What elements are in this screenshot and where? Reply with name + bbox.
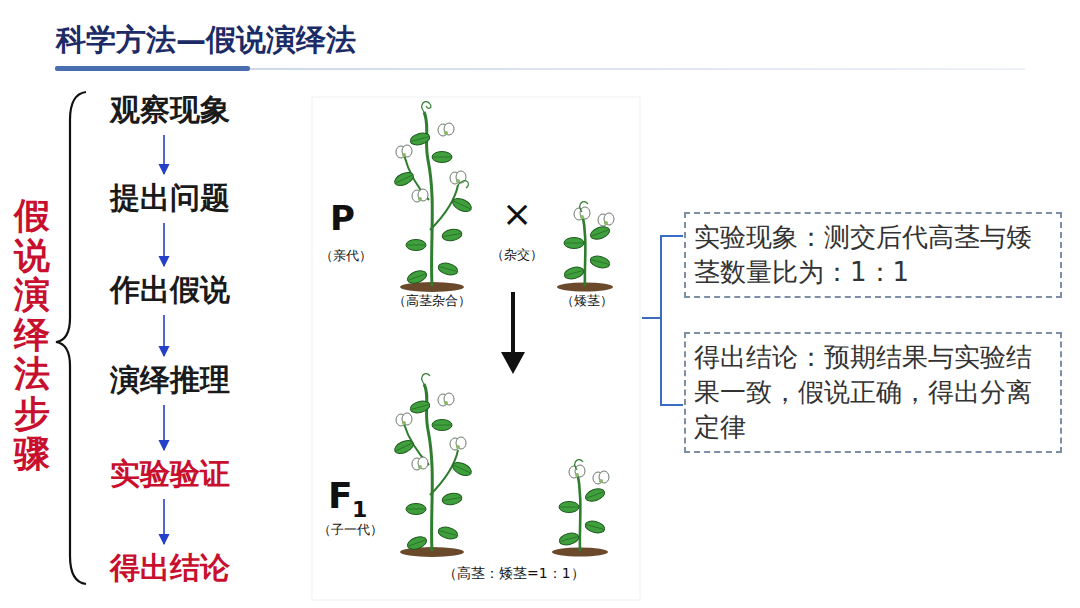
short-plant-p — [557, 202, 614, 292]
plant-label: （高茎杂合） — [393, 292, 471, 310]
flow-arrow — [163, 499, 165, 544]
callout-text: 实验现象：测交后代高茎与矮茎数量比为：1：1 — [694, 220, 1052, 290]
step-text: 得出结论 — [110, 548, 230, 589]
callout-box: 实验现象：测交后代高茎与矮茎数量比为：1：1 — [684, 212, 1062, 298]
step-text: 提出问题 — [110, 178, 230, 219]
step-box: 得出结论 — [106, 546, 234, 591]
ratio-label: （高茎：矮茎=1：1） — [443, 565, 585, 583]
step-text: 观察现象 — [110, 90, 230, 131]
title-underline-accent — [55, 66, 250, 71]
flow-arrow — [163, 135, 165, 174]
flow-arrow — [163, 315, 165, 356]
step-box: 演绎推理 — [106, 358, 234, 403]
step-box: 观察现象 — [106, 88, 234, 133]
flow-arrow — [163, 223, 165, 266]
flow-arrow — [163, 405, 165, 450]
cross-arrow-shaft — [511, 292, 515, 360]
title: 科学方法—假说演绎法 — [56, 20, 356, 61]
brace — [56, 92, 86, 584]
callout-text: 得出结论：预期结果与实验结果一致，假说正确，得出分离定律 — [694, 340, 1052, 445]
step-text: 实验验证 — [110, 454, 230, 495]
picture-panel — [312, 97, 640, 600]
step-box: 提出问题 — [106, 176, 234, 221]
generation-note: （子一代） — [318, 521, 383, 539]
generation-subscript: 1 — [352, 497, 367, 522]
plant-label: （矮茎） — [561, 292, 613, 310]
cross-symbol: × — [502, 193, 532, 234]
callout-box: 得出结论：预期结果与实验结果一致，假说正确，得出分离定律 — [684, 332, 1062, 453]
step-text: 作出假说 — [110, 270, 230, 311]
step-text: 演绎推理 — [110, 360, 230, 401]
tall-plant-p — [393, 102, 474, 292]
callout-bracket — [642, 236, 683, 405]
cross-arrow-head — [501, 352, 525, 374]
generation-note: （亲代） — [320, 247, 372, 265]
cross-note: （杂交） — [491, 246, 543, 264]
generation-mark: F — [328, 475, 353, 516]
tall-plant-f1 — [393, 374, 474, 557]
step-box: 实验验证 — [106, 452, 234, 497]
generation-mark: P — [330, 198, 355, 238]
short-plant-f1 — [552, 460, 609, 557]
vertical-heading: 假说演绎法步骤 — [14, 196, 50, 473]
step-box: 作出假说 — [106, 268, 234, 313]
